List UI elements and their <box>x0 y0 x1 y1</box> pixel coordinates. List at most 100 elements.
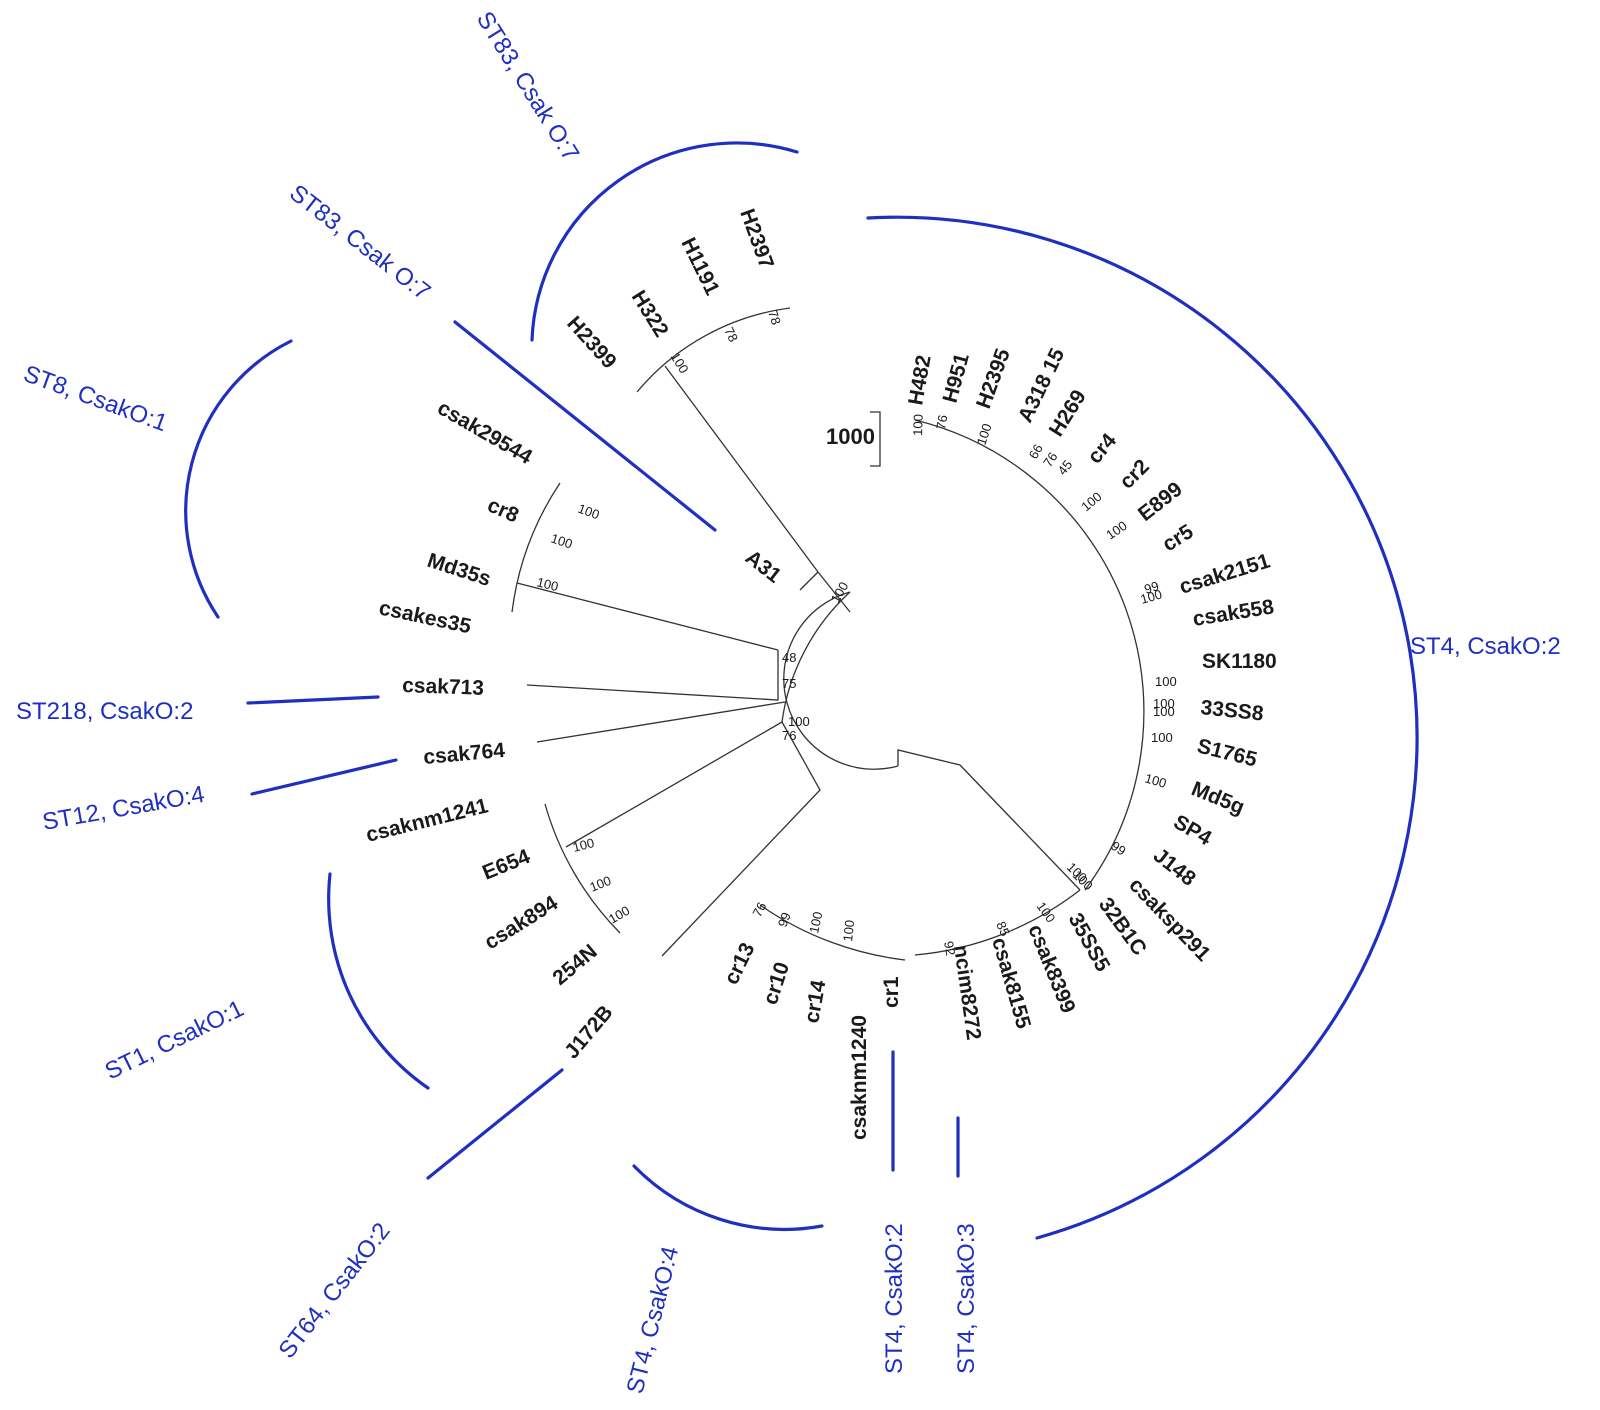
bootstrap-value: 92 <box>941 940 958 957</box>
tip-label: csaknm1241 <box>364 794 491 847</box>
bootstrap-value: 100 <box>667 350 691 376</box>
tip-label: cr2 <box>1115 455 1154 494</box>
bootstrap-value: 48 <box>782 650 796 665</box>
bootstrap-value: 100 <box>1139 586 1164 606</box>
bootstrap-value: 100 <box>549 531 574 552</box>
bootstrap-value: 100 <box>974 422 995 447</box>
branch-cr-clade-arc <box>759 904 906 961</box>
group-label: ST4, CsakO:3 <box>953 1223 980 1374</box>
tip-label: H269 <box>1045 386 1091 441</box>
bootstrap-value: 76 <box>1040 449 1061 469</box>
tip-label: csaknm1240 <box>848 1015 871 1140</box>
tip-label: SP4 <box>1170 810 1216 850</box>
bootstrap-value: 100 <box>576 501 602 523</box>
bootstrap-value: 78 <box>721 325 741 345</box>
tip-label: csak29544 <box>434 396 537 469</box>
group-arc-st8 <box>184 339 293 619</box>
group-label: ST83, Csak O:7 <box>284 179 435 305</box>
bootstrap-value: 100 <box>910 414 926 436</box>
group-label: ST4, CsakO:2 <box>881 1223 908 1374</box>
group-label: ST64, CsakO:2 <box>273 1218 395 1364</box>
branch-st4-outer-arc <box>914 419 1145 891</box>
bootstrap-value: 75 <box>782 676 796 691</box>
tip-label: Md5g <box>1188 777 1247 819</box>
branch-a31 <box>817 571 851 613</box>
group-arc-st4-o4 <box>632 1164 824 1231</box>
group-line-st83-a31 <box>453 320 717 532</box>
group-line-st64 <box>426 1068 564 1180</box>
tree-branches <box>511 307 1145 961</box>
branch-csaknm1241-stem <box>565 721 783 848</box>
tip-label: csak764 <box>422 739 506 769</box>
group-arc-st4-o2 <box>866 215 1419 1240</box>
branch-st4-inner-arc <box>914 889 1081 956</box>
tip-labels: H482 H951 H2395 A318 15 H269 cr4 cr2 E89… <box>364 206 1277 1140</box>
tip-label: E654 <box>479 845 533 885</box>
bootstrap-value: 100 <box>1155 674 1177 689</box>
bootstrap-value: 99 <box>1108 838 1128 859</box>
tip-label: A31 <box>741 546 786 588</box>
branch-h-clade-stem <box>664 365 819 573</box>
tip-label: 254N <box>548 940 601 990</box>
group-label: ST83, Csak O:7 <box>471 7 584 166</box>
bootstrap-value: 100 <box>1153 696 1175 711</box>
tip-label: H951 <box>939 351 974 406</box>
tip-label: cr5 <box>1158 520 1197 556</box>
bootstrap-value: 99 <box>775 910 794 929</box>
tip-label: H322 <box>627 286 673 341</box>
tip-label: cr10 <box>759 959 794 1007</box>
tip-label: J172B <box>560 1001 617 1063</box>
tip-label: cr14 <box>800 978 830 1025</box>
tip-label: cr8 <box>484 494 522 528</box>
scale-bar-line <box>870 411 881 467</box>
bootstrap-value: 85 <box>993 919 1013 938</box>
tip-label: csak558 <box>1191 595 1276 631</box>
tip-label: H1191 <box>677 234 724 299</box>
bootstrap-value: 99 <box>1142 578 1160 597</box>
bootstrap-value: 100 <box>1078 489 1104 514</box>
tip-label: H2395 <box>972 345 1015 411</box>
bootstrap-value: 100 <box>1151 730 1173 745</box>
tip-label: cr1 <box>880 976 903 1008</box>
group-label: ST4, CsakO:4 <box>622 1244 685 1397</box>
tip-label: csakes35 <box>377 596 473 638</box>
tip-label: H482 <box>904 353 935 406</box>
bootstrap-value: 100 <box>1153 704 1175 719</box>
tip-label: E899 <box>1134 478 1187 526</box>
bootstrap-value: 100 <box>840 919 857 942</box>
group-label: ST4, CsakO:2 <box>1410 633 1561 660</box>
tip-label: csak8155 <box>987 935 1035 1031</box>
branch-j172b <box>661 721 821 957</box>
group-label: ST218, CsakO:2 <box>16 698 193 725</box>
bootstrap-value: 100 <box>1034 899 1059 925</box>
tip-label: H2399 <box>562 312 621 373</box>
bootstrap-value: 66 <box>1026 441 1046 461</box>
tip-label: csak8399 <box>1023 921 1079 1016</box>
branch-csak29544-stem <box>516 582 779 651</box>
bootstrap-value: 100 <box>588 873 614 895</box>
group-arc-st1 <box>327 872 430 1090</box>
tip-label: 33SS8 <box>1199 696 1264 725</box>
group-label: ST1, CsakO:1 <box>101 995 248 1085</box>
bootstrap-value: 78 <box>765 308 784 326</box>
tip-label: J148 <box>1149 844 1200 891</box>
bootstrap-value: 100 <box>1143 770 1168 790</box>
bootstrap-value: 100 <box>828 579 852 605</box>
tip-label: SK1180 <box>1202 650 1277 673</box>
group-label: ST8, CsakO:1 <box>20 360 171 437</box>
tip-label: Md35s <box>424 549 493 591</box>
branch-csak764 <box>536 701 786 743</box>
bootstrap-value: 76 <box>749 900 769 920</box>
branch-csak29544-arc <box>511 482 561 613</box>
bootstrap-value: 76 <box>933 414 950 431</box>
tip-label: csak2151 <box>1177 549 1273 598</box>
scale-bar: 1000 <box>826 411 881 467</box>
branch-h-clade-arc <box>636 307 791 393</box>
bootstrap-value: 100 <box>535 574 560 594</box>
tip-label: cr4 <box>1083 429 1121 468</box>
tip-label: ncim8272 <box>949 943 985 1041</box>
branch-csak713 <box>526 650 779 701</box>
branch-root-arc <box>783 591 899 770</box>
group-markers <box>184 141 1419 1240</box>
